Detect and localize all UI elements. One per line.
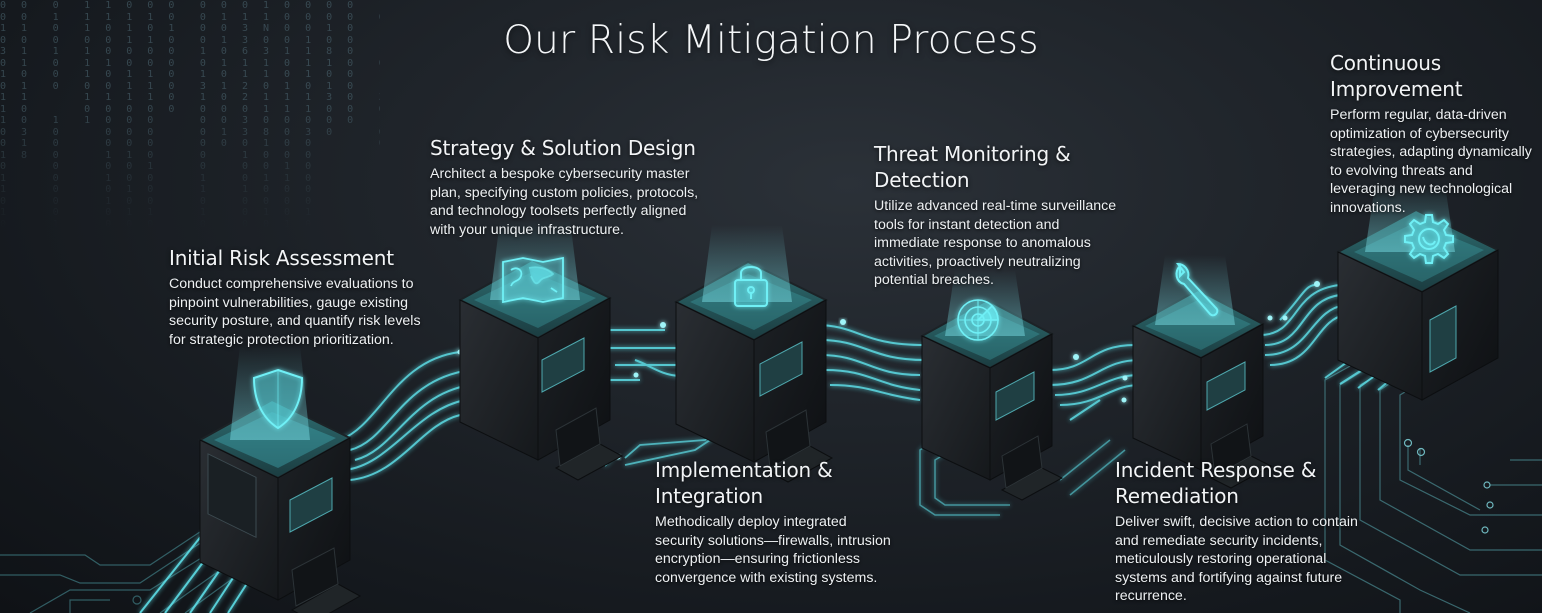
step-title-line1: Threat Monitoring & (874, 142, 1071, 166)
gear-icon (1404, 214, 1454, 264)
step-title-line2: Improvement (1330, 77, 1463, 101)
world-map-icon (502, 256, 564, 304)
step-description: Architect a bespoke cybersecurity master… (430, 166, 699, 238)
step-initial-risk-assessment: Initial Risk Assessment Conduct comprehe… (169, 245, 429, 349)
step-description: Perform regular, data-driven optimizatio… (1330, 107, 1532, 216)
step-title: Incident Response &Remediation (1115, 457, 1380, 509)
step-title-line2: Integration (655, 484, 764, 508)
step-description: Methodically deploy integrated security … (655, 514, 891, 586)
step-title: Initial Risk Assessment (169, 246, 394, 270)
step-title-line1: Continuous (1330, 51, 1441, 75)
page-title: Our Risk Mitigation Process (503, 18, 1039, 63)
step-title: Implementation &Integration (655, 457, 895, 509)
radar-icon (957, 299, 999, 341)
step-description: Deliver swift, decisive action to contai… (1115, 514, 1358, 605)
step-threat-monitoring-detection: Threat Monitoring &Detection Utilize adv… (874, 141, 1124, 290)
step-title-line2: Remediation (1115, 484, 1239, 508)
wrench-icon (1175, 262, 1219, 317)
shield-icon (252, 368, 304, 430)
step-strategy-solution-design: Strategy & Solution Design Architect a b… (430, 135, 705, 239)
binary-matrix-decoration: 0 0 0 1 1 0 0 0 0 0 0 1 0 0 0 0 1 0 0 0 … (0, 0, 380, 230)
step-description: Conduct comprehensive evaluations to pin… (169, 276, 421, 348)
step-title-line2: Detection (874, 168, 970, 192)
step-description: Utilize advanced real-time surveillance … (874, 198, 1117, 289)
padlock-icon (734, 266, 768, 307)
step-title: Strategy & Solution Design (430, 136, 696, 160)
step-incident-response-remediation: Incident Response &Remediation Deliver s… (1115, 457, 1380, 606)
step-title-line1: Incident Response & (1115, 458, 1317, 482)
step-implementation-integration: Implementation &Integration Methodically… (655, 457, 895, 587)
step-title: Threat Monitoring &Detection (874, 141, 1124, 193)
step-title-line1: Implementation & (655, 458, 833, 482)
